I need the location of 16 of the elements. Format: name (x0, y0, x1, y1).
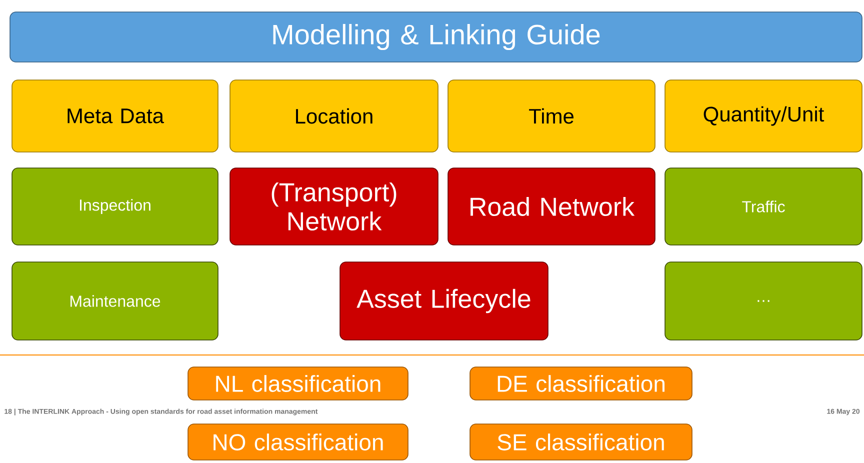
classification-box: NL classification (188, 366, 408, 400)
topic-box: … (664, 262, 862, 340)
topic-box: (Transport) Network (230, 168, 438, 246)
topic-box: Inspection (12, 168, 218, 246)
topic-box: Road Network (448, 168, 656, 246)
classification-box: SE classification (470, 424, 692, 460)
topic-box: Maintenance (12, 262, 218, 340)
category-box: Meta Data (12, 80, 218, 152)
topic-box: Traffic (664, 168, 862, 246)
classification-box: DE classification (470, 366, 692, 400)
topic-box: Asset Lifecycle (340, 262, 548, 340)
category-box: Quantity/Unit (664, 80, 862, 152)
classification-box: NO classification (188, 424, 408, 460)
title-bar: Modelling & Linking Guide (10, 12, 862, 62)
category-box: Location (230, 80, 438, 152)
category-box: Time (448, 80, 656, 152)
